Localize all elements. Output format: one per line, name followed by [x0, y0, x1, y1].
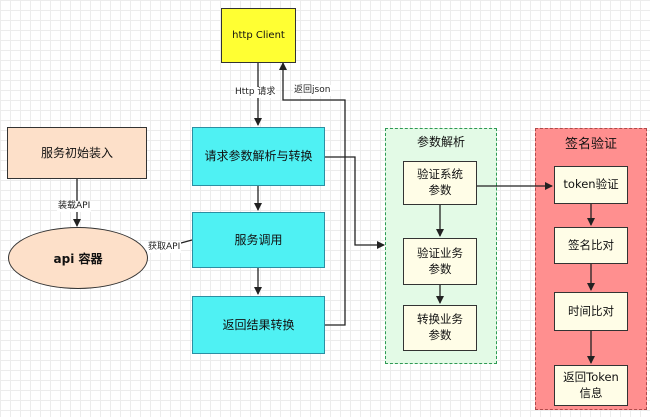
return-token-node: 返回Token 信息 — [554, 365, 628, 406]
param-parse-group-title: 参数解析 — [416, 135, 465, 149]
service-call-node: 服务调用 — [192, 212, 325, 268]
verify-business-node: 验证业务 参数 — [403, 238, 477, 285]
convert-business-node: 转换业务 参数 — [403, 305, 477, 351]
sign-compare-node: 签名比对 — [554, 227, 628, 264]
token-verify-node: token验证 — [554, 166, 628, 204]
label-load-api: 装载API — [57, 201, 92, 212]
verify-business-label: 验证业务 参数 — [417, 245, 463, 276]
sign-verify-group-title: 签名验证 — [564, 137, 617, 152]
time-compare-node: 时间比对 — [554, 292, 628, 331]
convert-business-label: 转换业务 参数 — [417, 312, 463, 342]
label-http-request: Http 请求 — [234, 87, 277, 98]
verify-system-label: 验证系统 参数 — [417, 167, 463, 197]
label-return-json: 返回json — [293, 85, 332, 96]
edge-return-json — [279, 62, 346, 326]
verify-system-node: 验证系统 参数 — [403, 161, 477, 205]
return-token-label: 返回Token 信息 — [563, 369, 619, 400]
parse-request-node: 请求参数解析与转换 — [192, 127, 325, 186]
service-init-node: 服务初始装入 — [7, 127, 147, 179]
convert-result-node: 返回结果转换 — [192, 296, 325, 354]
label-get-api: 获取API — [147, 242, 182, 253]
edge-parse-to-params — [325, 156, 385, 249]
api-container-node: api 容器 — [8, 227, 148, 289]
http-client-node: http Client — [221, 8, 296, 63]
